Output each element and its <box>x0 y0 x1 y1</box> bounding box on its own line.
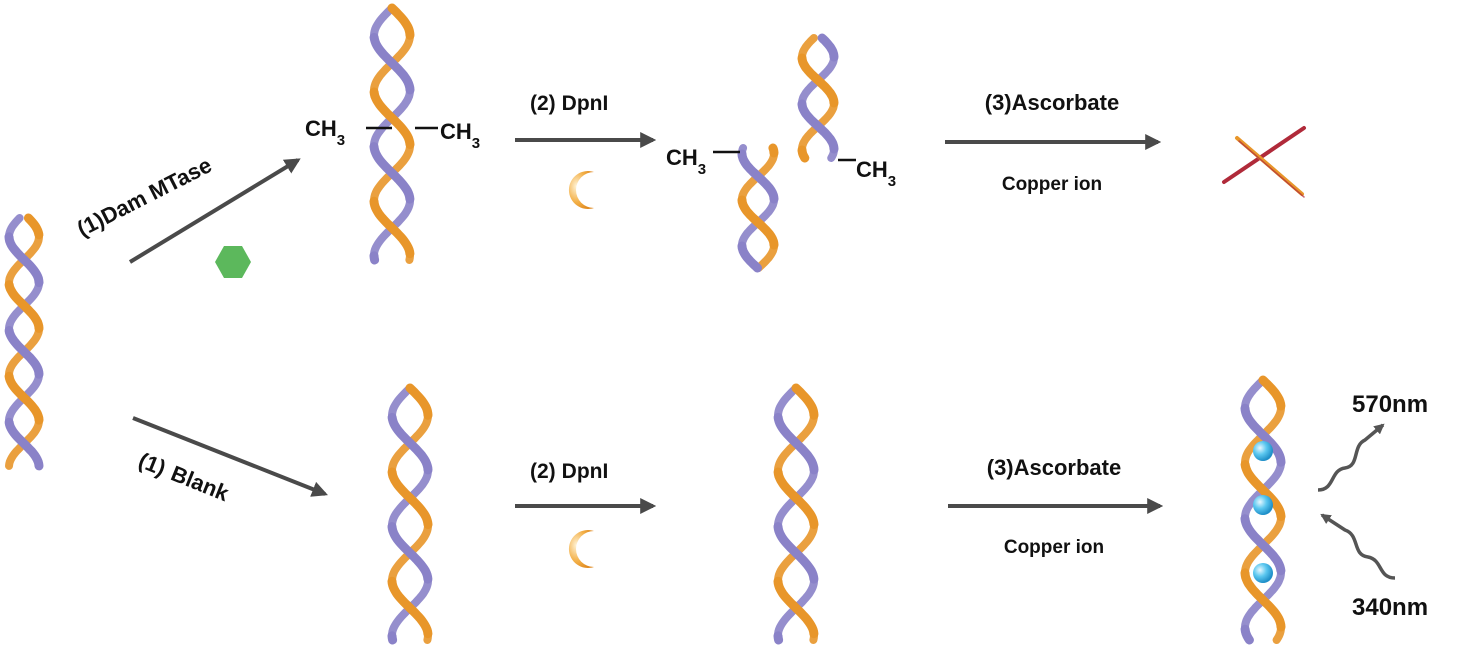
step3-top-sublabel: Copper ion <box>1002 174 1102 195</box>
strand-b <box>4 232 44 288</box>
strand-b <box>737 241 762 273</box>
strand-b <box>4 326 44 379</box>
dpni-crescent-bottom-icon <box>568 530 594 568</box>
strand-b <box>774 384 800 420</box>
strand-a <box>797 53 839 108</box>
dna-initial <box>4 213 44 471</box>
strand-b <box>387 522 433 584</box>
strand-b <box>388 384 414 420</box>
methyl-left-label: CH3 <box>305 116 345 149</box>
strand-b <box>369 142 415 204</box>
arrow-blank <box>132 416 328 497</box>
strand-a <box>773 467 819 529</box>
strand-b <box>773 412 819 475</box>
strand-b <box>797 99 839 154</box>
strand-a <box>4 371 44 425</box>
step3-bottom-sublabel: Copper ion <box>1004 537 1104 558</box>
strand-a <box>4 280 44 333</box>
strand-a <box>387 467 433 529</box>
dna-fragment-lower <box>737 143 779 273</box>
strand-a <box>369 196 415 259</box>
strand-b <box>1240 514 1286 576</box>
dpni-crescent-top-icon <box>568 171 594 209</box>
dna-methylated <box>369 3 415 265</box>
strand-b <box>387 631 398 645</box>
strand-b <box>5 214 24 239</box>
dna-after-dpni <box>773 383 819 645</box>
fragment-methyl-left-label: CH3 <box>666 145 706 178</box>
excitation-wavelength-label: 340nm <box>1352 594 1428 621</box>
strand-a <box>1240 460 1286 521</box>
strand-a <box>797 145 810 163</box>
copper-sphere-2 <box>1253 495 1273 515</box>
strand-a <box>369 87 415 149</box>
step2-bottom-label: (2)DpnI <box>530 460 608 483</box>
strand-b <box>1240 403 1286 467</box>
step1-top-label: (1)Dam MTase <box>73 152 216 241</box>
strand-a <box>1258 375 1286 411</box>
methyl-right-label: CH3 <box>440 119 480 152</box>
strand-b <box>369 251 380 265</box>
strand-b <box>387 412 433 475</box>
copper-sphere-3 <box>1253 563 1273 583</box>
strand-a <box>737 195 779 250</box>
copper-sphere-1 <box>1253 441 1273 461</box>
step3-bottom-label: (3)Ascorbate <box>987 455 1121 480</box>
strand-b <box>1241 376 1267 410</box>
emission-wave-arrow-icon <box>1317 423 1385 492</box>
strand-b <box>370 4 396 40</box>
cross-icon <box>1222 126 1306 198</box>
strand-b <box>4 417 44 471</box>
strand-a <box>768 143 779 158</box>
strand-a <box>405 383 433 420</box>
dna-fragment-upper <box>797 33 839 163</box>
strand-b <box>773 522 819 584</box>
strand-a <box>23 213 44 240</box>
arrow-dam-mtase <box>128 158 301 264</box>
step3-top-label: (3)Ascorbate <box>985 90 1119 115</box>
strand-a <box>791 383 819 420</box>
strand-a <box>387 576 433 639</box>
strand-a <box>1240 568 1286 632</box>
strand-a <box>387 3 415 40</box>
step2-top-label: (2)DpnI <box>530 92 608 115</box>
strand-a <box>773 576 819 639</box>
strand-b <box>817 33 839 62</box>
strand-b <box>369 32 415 95</box>
strand-b <box>737 149 779 204</box>
strand-b <box>1240 624 1254 645</box>
strand-b <box>773 631 784 645</box>
emission-wavelength-label: 570nm <box>1352 391 1428 418</box>
dna-fluorescent <box>1240 375 1286 645</box>
strand-a <box>754 242 778 272</box>
excitation-wave-arrow-icon <box>1320 513 1396 580</box>
fragment-methyl-right-label: CH3 <box>856 157 896 190</box>
dna-blank <box>387 383 433 645</box>
step1-bottom-label: (1)Blank <box>135 447 233 506</box>
dam-mtase-hexagon-icon <box>215 246 251 278</box>
